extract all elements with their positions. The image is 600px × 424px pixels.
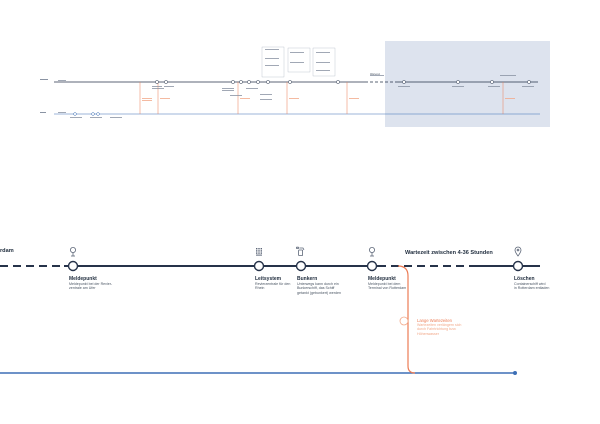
- station-title: Leitsystem: [255, 276, 282, 282]
- station-title: Löschen: [514, 276, 535, 282]
- overview-wait-label: Wartezeit: [370, 73, 381, 76]
- wait-label: Wartezeit zwischen 4-36 Stunden: [405, 250, 493, 256]
- edge-label: rdam: [0, 248, 14, 254]
- station-meldepunkt-1: Meldepunkt Meldepunkt bei der Revier- ze…: [69, 276, 139, 291]
- station-title: Meldepunkt: [368, 276, 396, 282]
- node-leitsystem: [253, 260, 265, 272]
- overview-wait-area: [385, 41, 550, 127]
- detail-nodes: [67, 260, 524, 272]
- node-loeschen: [512, 260, 524, 272]
- location-icon: [514, 246, 522, 257]
- station-desc: Meldepunkt bei dem Terminal von Rotterda…: [368, 282, 407, 291]
- overview-branches: [139, 82, 504, 114]
- station-bunkern: Bunkern Unterwegs kann durch ein Bunkers…: [297, 276, 367, 295]
- detail-blue-end-dot: [513, 371, 517, 375]
- station-meldepunkt-2: Meldepunkt Meldepunkt bei dem Terminal v…: [368, 276, 428, 291]
- node-meldepunkt-1: [67, 260, 79, 272]
- station-loeschen: Löschen Containerschiff wird in Rotterda…: [514, 276, 584, 291]
- overview-orange-labels: [142, 98, 515, 101]
- pin-icon: [70, 247, 76, 257]
- station-desc: Containerschiff wird in Rotterdam entlad…: [514, 282, 550, 291]
- fuel-icon: [296, 246, 305, 256]
- branch-note: Lange Wartezeiten Wartezeiten verlängern…: [417, 318, 487, 336]
- overview-callout-frames: [261, 46, 336, 78]
- node-bunkern: [295, 260, 307, 272]
- branch-title: Lange Wartezeiten: [417, 318, 452, 323]
- detail-orange-node: [399, 316, 409, 326]
- overview-blue-nodes: [73, 112, 100, 116]
- building-icon: [256, 248, 262, 256]
- station-title: Meldepunkt: [69, 276, 97, 282]
- branch-desc: Wartezeiten verlängern sich durch Fahrtr…: [417, 323, 462, 336]
- overview-nodes: [155, 80, 531, 84]
- station-desc: Meldepunkt bei der Revier- zentrale am U…: [69, 282, 113, 291]
- node-meldepunkt-2: [366, 260, 378, 272]
- overview-label-blocks: [40, 49, 534, 118]
- station-desc: Revierzentrale für den Rhein: [255, 282, 291, 291]
- pin-icon: [369, 247, 375, 257]
- station-desc: Unterwegs kann durch ein Bunkerschiff, d…: [297, 282, 341, 295]
- station-leitsystem: Leitsystem Revierzentrale für den Rhein: [255, 276, 305, 291]
- station-title: Bunkern: [297, 276, 318, 282]
